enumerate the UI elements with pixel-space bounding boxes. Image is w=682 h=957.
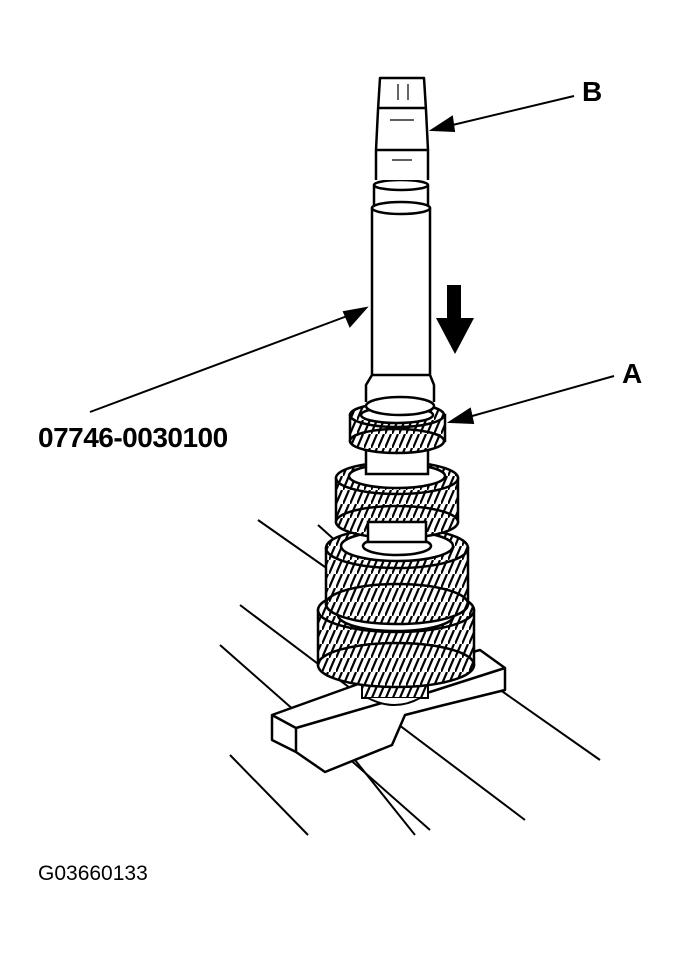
leader-tool <box>89 306 369 413</box>
callout-b-label: B <box>582 76 603 107</box>
figure-code: G03660133 <box>38 862 148 885</box>
driver-tool <box>364 178 436 417</box>
part-b-shaft <box>374 76 430 180</box>
leader-a <box>446 375 615 425</box>
arrow-down-icon <box>436 285 474 354</box>
leader-b <box>428 95 575 133</box>
tool-number-label: 07746-0030100 <box>38 422 228 453</box>
callout-a-label: A <box>622 358 643 389</box>
